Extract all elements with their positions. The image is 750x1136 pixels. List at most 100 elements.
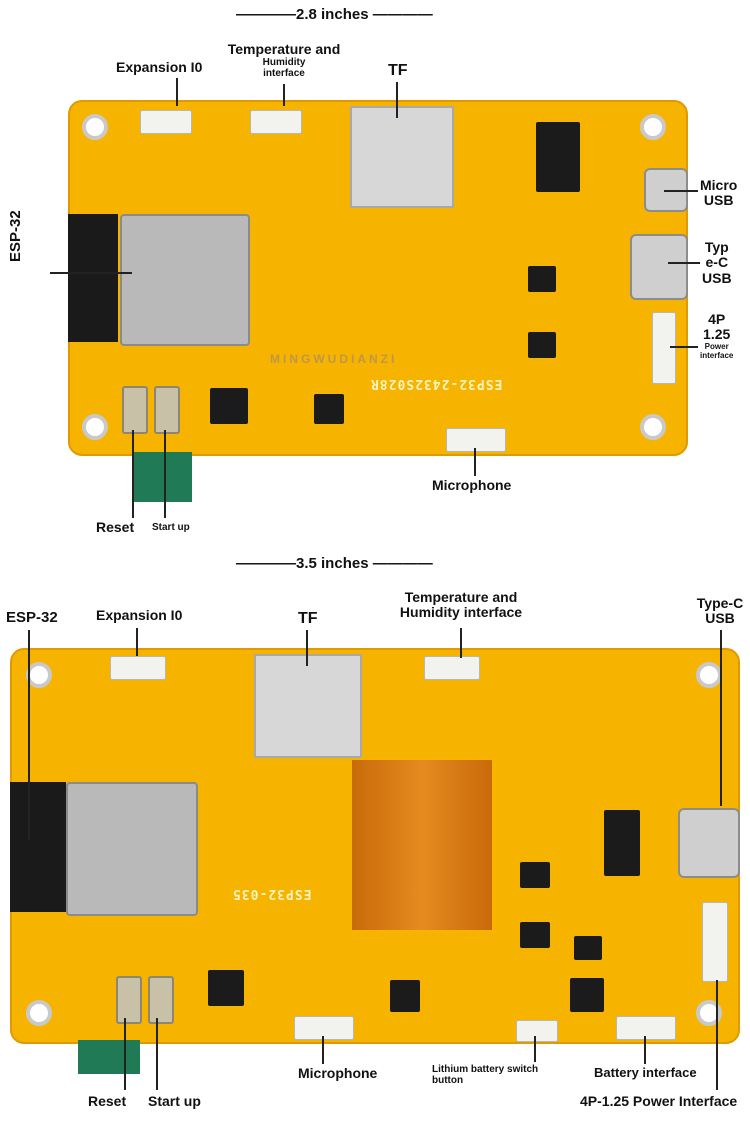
esp32-antenna (10, 782, 66, 912)
inductor (574, 936, 602, 960)
label-battery-interface: Battery interface (594, 1065, 697, 1080)
mounting-hole-icon (696, 1000, 722, 1026)
label-typec-1: Type-C (696, 595, 744, 611)
watermark: MINGWUDIANZI (270, 352, 398, 366)
label-type-c-usb: Typ e-C USB (702, 239, 732, 286)
label-power-interface: 4P-1.25 Power Interface (580, 1093, 738, 1109)
boot-button[interactable] (148, 976, 174, 1024)
label-reset: Reset (96, 519, 135, 535)
pointer-line (28, 630, 30, 840)
label-microphone: Microphone (298, 1065, 378, 1081)
label-temp-line2: Humidity (262, 57, 306, 69)
label-typec-3: USB (702, 269, 732, 286)
section-title-3-5: ————3.5 inches ———— (236, 555, 433, 572)
regulator-chip (528, 332, 556, 358)
label-micro-usb-1: Micro (700, 177, 738, 193)
label-reset: Reset (88, 1093, 127, 1109)
label-typec-2: e-C (705, 254, 729, 271)
temperature-humidity-connector (424, 656, 480, 680)
label-esp32: ESP-32 (6, 609, 58, 626)
pointer-line (306, 630, 308, 666)
pointer-line (396, 82, 398, 118)
expansion-io-connector (140, 110, 192, 134)
label-lithium-2: button (432, 1075, 464, 1086)
pointer-line (164, 430, 166, 518)
label-micro-usb-2: USB (703, 192, 734, 209)
pointer-line (534, 1036, 536, 1062)
pointer-line (124, 1018, 126, 1090)
label-microphone: Microphone (432, 477, 512, 493)
ic-chip (604, 810, 640, 876)
mounting-hole-icon (82, 114, 108, 140)
label-temperature-humidity: Temperature and Humidity interface (394, 589, 528, 621)
pointer-line (716, 980, 718, 1090)
label-tf: TF (388, 62, 408, 79)
mounting-hole-icon (696, 662, 722, 688)
board-silkscreen: ESP32-2432S028R (370, 376, 503, 391)
label-power-interface: 4P 1.25 Power interface (700, 311, 733, 360)
label-type-c-usb: Type-C USB (692, 595, 748, 627)
label-tf: TF (298, 610, 318, 627)
mounting-hole-icon (640, 414, 666, 440)
label-expansion-io: Expansion I0 (96, 607, 183, 623)
esp32-antenna (68, 214, 118, 342)
label-temp-line1: Temperature and (227, 41, 341, 57)
pointer-line (176, 78, 178, 106)
esp32-module (66, 782, 198, 916)
section-title-2-8: ————2.8 inches ———— (236, 6, 433, 23)
ribbon-tail (134, 452, 192, 502)
ic-chip (570, 978, 604, 1012)
ribbon-tail (78, 1040, 140, 1074)
ic-chip (210, 388, 248, 424)
ic-chip (208, 970, 244, 1006)
label-lithium-battery-switch: Lithium battery switch button (432, 1064, 538, 1086)
lithium-battery-switch (516, 1020, 558, 1042)
pointer-line (644, 1036, 646, 1064)
pointer-line (50, 272, 132, 274)
pointer-line (322, 1036, 324, 1064)
label-lithium-1: Lithium battery switch (432, 1064, 539, 1075)
tf-card-slot (254, 654, 362, 758)
label-temperature-humidity: Temperature and Humidity interface (222, 41, 346, 80)
reset-button[interactable] (122, 386, 148, 434)
mounting-hole-icon (82, 414, 108, 440)
display-flex-cable (352, 760, 492, 930)
label-temp-line1: Temperature and (404, 589, 518, 605)
label-power-2: 1.25 (703, 326, 731, 343)
pointer-line (132, 430, 134, 518)
type-c-port (678, 808, 740, 878)
label-power-1: 4P (708, 311, 726, 327)
power-1-25-connector (702, 902, 728, 982)
pointer-line (668, 262, 700, 264)
pointer-line (670, 346, 698, 348)
label-typec-2: USB (705, 610, 735, 627)
esp32-module (120, 214, 250, 346)
temperature-humidity-connector (250, 110, 302, 134)
regulator-chip (520, 922, 550, 948)
mounting-hole-icon (640, 114, 666, 140)
pointer-line (664, 190, 698, 192)
label-start-up: Start up (148, 1093, 201, 1109)
pointer-line (156, 1018, 158, 1090)
reset-button[interactable] (116, 976, 142, 1024)
pcb-3-5-board: ESP32-035 (10, 648, 740, 1044)
boot-button[interactable] (154, 386, 180, 434)
microphone-connector (294, 1016, 354, 1040)
label-temp-line3: interface (263, 68, 305, 80)
battery-connector (616, 1016, 676, 1040)
pointer-line (720, 630, 722, 806)
tf-card-slot (350, 106, 454, 208)
pointer-line (460, 628, 462, 658)
pointer-line (474, 448, 476, 476)
ic-chip (390, 980, 420, 1012)
ic-chip (536, 122, 580, 192)
regulator-chip (528, 266, 556, 292)
microphone-connector (446, 428, 506, 452)
label-esp32: ESP-32 (7, 210, 24, 262)
label-start-up: Start up (152, 522, 190, 533)
type-c-port (630, 234, 688, 300)
label-typec-1: Typ (704, 239, 729, 255)
board-silkscreen: ESP32-035 (232, 886, 312, 901)
pcb-2-8-board: ESP32-2432S028R MINGWUDIANZI (68, 100, 688, 456)
label-micro-usb: Micro USB (700, 177, 738, 209)
